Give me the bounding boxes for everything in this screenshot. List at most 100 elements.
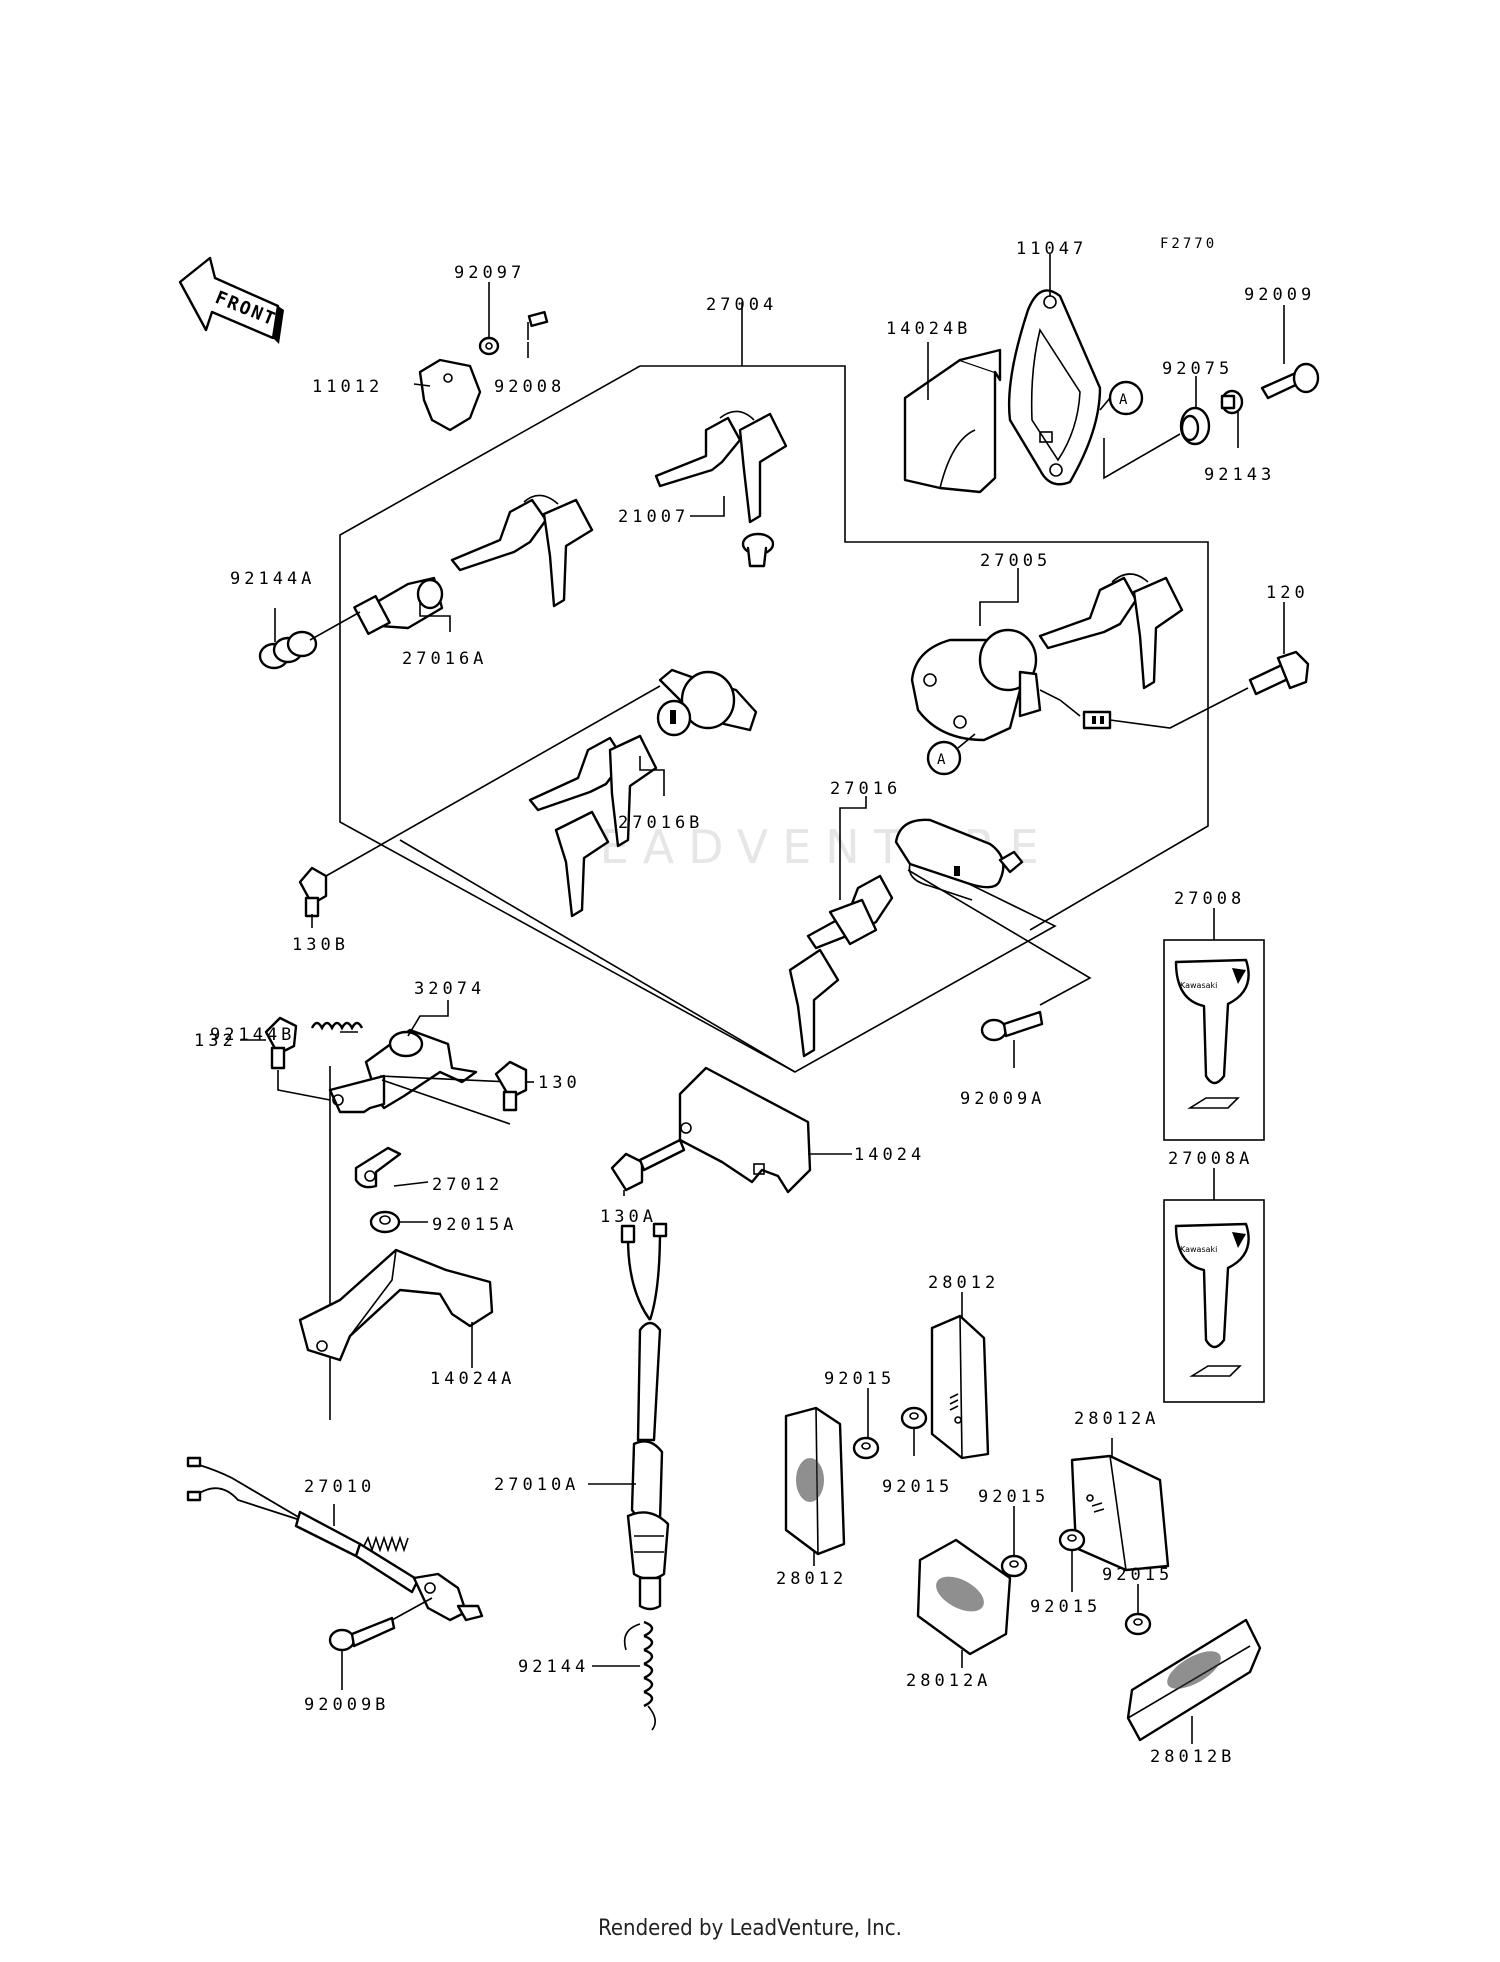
label-27012: 27012 (432, 1175, 503, 1195)
lock-barrel-27016A (353, 576, 444, 636)
washer-92097 (478, 336, 500, 356)
reflector-28012-top (930, 1314, 990, 1460)
reflector-28012B (1126, 1618, 1262, 1742)
label-27016: 27016 (830, 779, 901, 799)
svg-text:A: A (1119, 392, 1128, 408)
grommet-92075 (1179, 406, 1211, 446)
nut-92015-2 (900, 1406, 928, 1430)
seat-lock-27016 (894, 818, 1024, 901)
label-27016A: 27016A (402, 649, 487, 669)
bolt-130A (610, 1138, 686, 1192)
label-92144: 92144 (518, 1657, 589, 1677)
bracket-14024 (678, 1066, 812, 1194)
bracket-32074 (328, 1028, 478, 1114)
label-92015-4: 92015 (1030, 1597, 1101, 1617)
label-28012-top: 28012 (928, 1273, 999, 1293)
label-28012B: 28012B (1150, 1747, 1235, 1767)
label-92144A: 92144A (230, 569, 315, 589)
svg-text:Kawasaki: Kawasaki (1180, 1245, 1217, 1254)
ref-marker-a-lower: A (926, 740, 962, 776)
spring-92144B (310, 1021, 364, 1031)
svg-text:Kawasaki: Kawasaki (1180, 981, 1217, 990)
label-27010: 27010 (304, 1477, 375, 1497)
footer-credit: Rendered by LeadVenture, Inc. (598, 1916, 902, 1941)
gasket-plate-11047 (1007, 289, 1102, 486)
bracket-14024A (298, 1248, 494, 1362)
cable-switch-27010 (186, 1456, 484, 1622)
figure-code: F2770 (1160, 236, 1217, 252)
switch-27010A (620, 1222, 670, 1611)
bolt-120 (1248, 650, 1310, 696)
bolt-130B (298, 866, 328, 918)
label-92015-5: 92015 (1102, 1565, 1173, 1585)
label-92097: 92097 (454, 263, 525, 283)
bolt-92009 (1260, 362, 1320, 400)
screw-92009B (328, 1616, 396, 1652)
label-92008: 92008 (494, 377, 565, 397)
label-27004: 27004 (706, 295, 777, 315)
label-130A: 130A (600, 1207, 657, 1227)
bolt-132 (264, 1016, 298, 1070)
label-14024: 14024 (854, 1145, 925, 1165)
screw-92008 (527, 310, 549, 340)
reflector-28012A-top (1070, 1454, 1170, 1572)
ignition-switch-27005 (910, 628, 1112, 742)
key-pair-27016 (788, 874, 894, 1058)
label-28012A-bottom: 28012A (906, 1671, 991, 1691)
collar-92143 (1220, 389, 1244, 415)
label-28012-bottom: 28012 (776, 1569, 847, 1589)
label-92015-3: 92015 (978, 1487, 1049, 1507)
plug-21007 (741, 532, 775, 568)
cover-plate-11012 (418, 358, 482, 432)
label-92009A: 92009A (960, 1089, 1045, 1109)
reflector-28012A-bottom (916, 1538, 1012, 1656)
nut-92015-3 (1000, 1554, 1028, 1578)
key-card-27008: Kawasaki (1163, 939, 1265, 1141)
label-27008A: 27008A (1168, 1149, 1253, 1169)
label-32074: 32074 (414, 979, 485, 999)
ref-marker-a-upper: A (1108, 380, 1144, 416)
label-21007: 21007 (618, 507, 689, 527)
tab-27012 (354, 1146, 402, 1189)
label-130: 130 (538, 1073, 581, 1093)
label-92144B: 92144B (210, 1025, 295, 1045)
label-27005: 27005 (980, 551, 1051, 571)
key-pair-27005 (1038, 573, 1184, 690)
label-27010A: 27010A (494, 1475, 579, 1495)
label-92015-1: 92015 (824, 1369, 895, 1389)
label-132: 132 (194, 1031, 237, 1051)
label-92143: 92143 (1204, 465, 1275, 485)
nut-92015-1 (852, 1436, 880, 1460)
label-92009: 92009 (1244, 285, 1315, 305)
label-92009B: 92009B (304, 1695, 389, 1715)
label-14024B: 14024B (886, 319, 971, 339)
spring-92144 (623, 1620, 656, 1731)
label-27008: 27008 (1174, 889, 1245, 909)
key-pair-21007 (654, 410, 788, 524)
bolt-130 (494, 1060, 528, 1112)
label-11012: 11012 (312, 377, 383, 397)
label-27016B: 27016B (618, 813, 703, 833)
nut-92015-4 (1058, 1528, 1086, 1552)
key-card-27008A: Kawasaki (1163, 1199, 1265, 1403)
label-28012A-top: 28012A (1074, 1409, 1159, 1429)
key-pair-27016B (528, 734, 658, 918)
cover-14024B (903, 348, 1002, 494)
key-pair-27016A (450, 494, 594, 608)
reflector-28012-bottom (784, 1406, 846, 1556)
label-11047: 11047 (1016, 239, 1087, 259)
label-130B: 130B (292, 935, 349, 955)
label-92015A: 92015A (432, 1215, 517, 1235)
label-92015-2: 92015 (882, 1477, 953, 1497)
screw-92009A (980, 1010, 1044, 1042)
lock-27016B (656, 668, 758, 737)
nut-92015A (369, 1210, 401, 1234)
label-14024A: 14024A (430, 1369, 515, 1389)
label-92075: 92075 (1162, 359, 1233, 379)
front-arrow-icon: FRONT (178, 256, 284, 344)
spring-92144A (258, 630, 318, 670)
label-120: 120 (1266, 583, 1309, 603)
nut-92015-5 (1124, 1612, 1152, 1636)
svg-text:A: A (937, 752, 946, 768)
